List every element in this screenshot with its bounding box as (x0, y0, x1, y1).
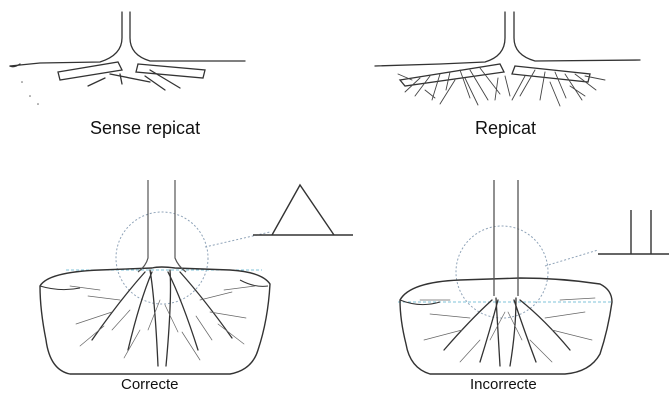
buried-collar-circle (456, 226, 548, 318)
trunk-right-edge (130, 12, 245, 61)
trunk-left-edge (10, 12, 122, 66)
caption-correcte: Correcte (121, 376, 179, 393)
root-ball-outline-2 (400, 278, 612, 374)
root-strip-right (136, 64, 205, 78)
caption-repicat: Repicat (475, 118, 536, 139)
pruned-root-illustration (375, 12, 640, 86)
unpruned-specks (21, 81, 39, 105)
correct-planting-illustration (40, 180, 353, 374)
caption-incorrecte: Incorrecte (470, 376, 537, 393)
incorrect-planting-illustration (398, 180, 669, 374)
straight-trunk-callout (598, 210, 669, 254)
pruned-fine-roots (398, 68, 605, 106)
caption-sense-repicat: Sense repicat (90, 118, 200, 139)
unpruned-root-illustration (10, 12, 245, 90)
flared-collar-callout (253, 185, 353, 235)
root-strip-left (58, 62, 122, 80)
